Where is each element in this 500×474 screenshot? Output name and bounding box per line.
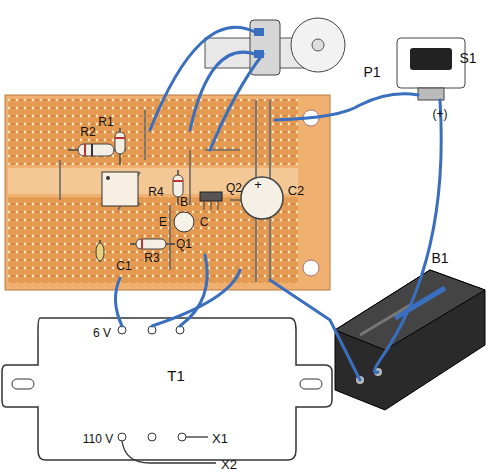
winding-label: 6 V: [93, 327, 111, 339]
part-label: B1: [431, 251, 448, 265]
polarity-mark: (+): [433, 108, 448, 120]
ic-chip: [102, 172, 138, 206]
hookup-wires: [115, 27, 441, 380]
part-label: R3: [144, 252, 159, 264]
terminal-label: X1: [212, 432, 228, 445]
polarity-mark: +: [254, 178, 262, 191]
pin-name: E: [159, 216, 167, 228]
pin-name: B: [180, 196, 188, 208]
mains-leads: [122, 437, 216, 463]
transistor-q1: [174, 212, 194, 232]
transistor-q2: [200, 192, 222, 210]
part-label: T1: [167, 368, 185, 383]
part-label: Q1: [176, 238, 192, 250]
winding-label: 110 V: [83, 433, 113, 445]
transformer: [2, 318, 332, 460]
battery-holder: [335, 270, 485, 410]
part-label: Q2: [226, 182, 242, 194]
potentiometer: [205, 18, 345, 75]
part-label: R4: [148, 186, 163, 198]
pin-name: C: [200, 216, 209, 228]
perfboard: [5, 95, 330, 290]
part-label: R1: [98, 116, 113, 128]
part-label: C1: [116, 260, 131, 272]
rocker-switch: [397, 38, 465, 100]
capacitor-c2: [241, 177, 283, 219]
part-label: R2: [80, 126, 95, 138]
capacitor-c1: [96, 240, 104, 262]
part-label: C2: [288, 184, 305, 197]
jumper-wires: [60, 110, 256, 270]
terminal-label: X2: [221, 458, 237, 471]
part-label: P1: [363, 65, 380, 79]
part-label: S1: [459, 51, 476, 65]
resistors: [68, 128, 183, 249]
